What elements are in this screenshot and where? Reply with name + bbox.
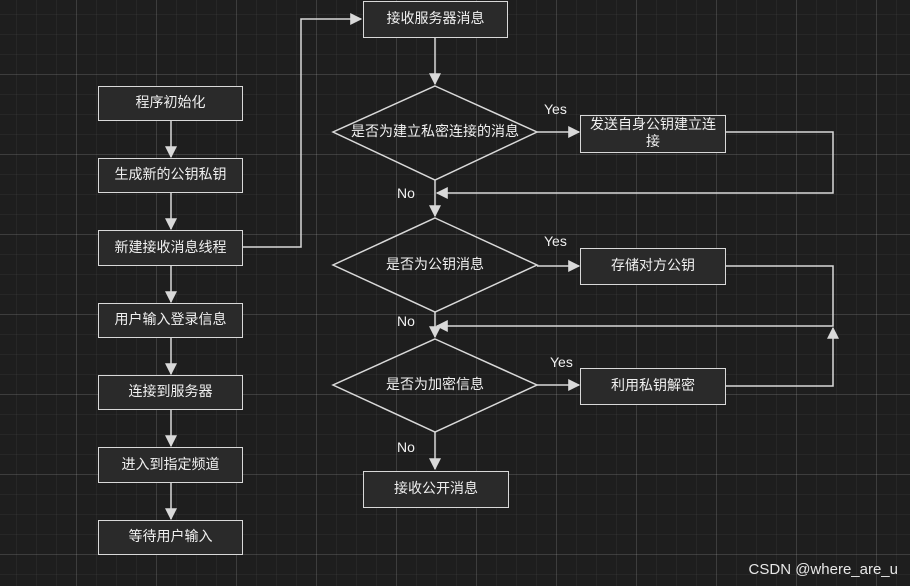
yes-label-private: Yes	[544, 101, 567, 117]
store-pubkey-box: 存储对方公钥	[580, 248, 726, 285]
send-pubkey-box: 发送自身公钥建立连接	[580, 115, 726, 153]
no-label-private: No	[397, 185, 415, 201]
wait-input-box: 等待用户输入	[98, 520, 243, 555]
decision-private-connection: 是否为建立私密连接的消息	[351, 123, 519, 140]
arrow-thread-to-receive	[243, 13, 363, 248]
no-label-encrypted: No	[397, 439, 415, 455]
receive-public-box: 接收公开消息	[363, 471, 509, 508]
connect-server-box: 连接到服务器	[98, 375, 243, 410]
yes-label-encrypted: Yes	[550, 354, 573, 370]
decrypt-box: 利用私钥解密	[580, 368, 726, 405]
watermark: CSDN @where_are_u	[748, 561, 898, 578]
no-label-pubkey: No	[397, 313, 415, 329]
arrow-decrypt-return	[726, 326, 839, 387]
receive-message-box: 接收服务器消息	[363, 1, 508, 38]
join-channel-box: 进入到指定频道	[98, 447, 243, 483]
decision-encrypted-message: 是否为加密信息	[386, 376, 484, 393]
arrow-sendkey-return	[435, 131, 834, 199]
yes-label-pubkey: Yes	[544, 233, 567, 249]
login-input-box: 用户输入登录信息	[98, 303, 243, 338]
generate-keys-box: 生成新的公钥私钥	[98, 158, 243, 193]
arrow-store-return	[435, 265, 834, 332]
init-box: 程序初始化	[98, 86, 243, 121]
new-thread-box: 新建接收消息线程	[98, 230, 243, 266]
decision-pubkey-message: 是否为公钥消息	[386, 256, 484, 273]
